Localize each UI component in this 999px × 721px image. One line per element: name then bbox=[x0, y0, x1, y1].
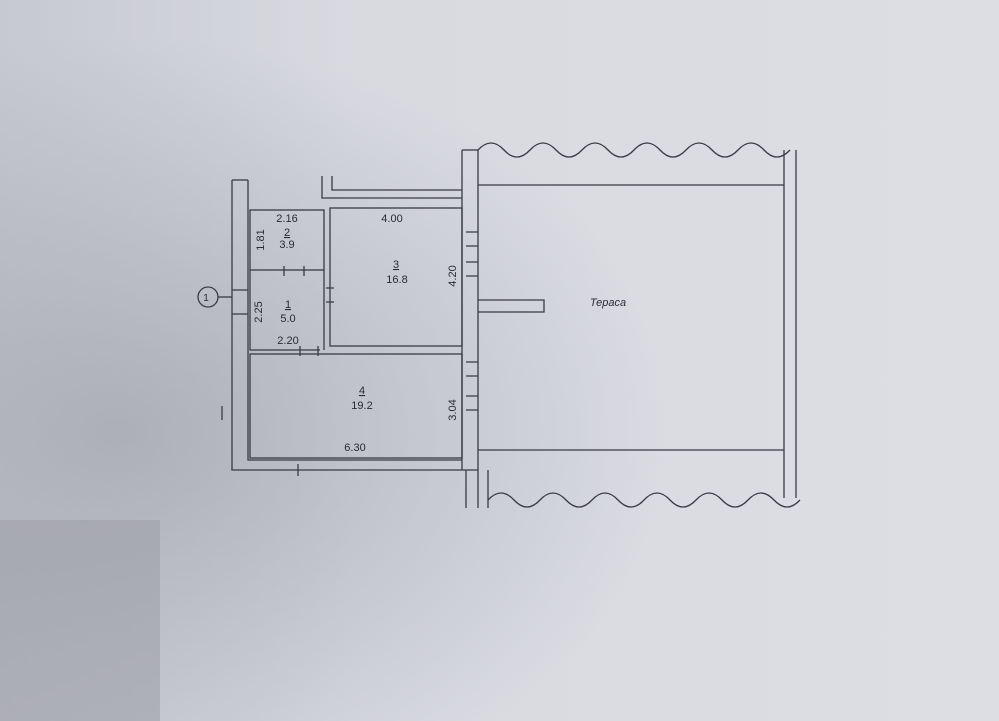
shadow-corner bbox=[0, 520, 160, 721]
room-3-width: 4.00 bbox=[381, 213, 402, 225]
room-2-width: 2.16 bbox=[276, 213, 297, 225]
room-4-height: 3.04 bbox=[447, 399, 459, 420]
terrace-label: Тераса bbox=[590, 297, 626, 309]
room-2-area: 3.9 bbox=[279, 239, 294, 251]
room-1-height: 2.25 bbox=[253, 301, 265, 322]
room-3-height: 4.20 bbox=[447, 265, 459, 286]
room-2-height: 1.81 bbox=[255, 229, 267, 250]
room-3-area: 16.8 bbox=[386, 274, 407, 286]
room-1-area: 5.0 bbox=[280, 313, 295, 325]
room-1-number: 1 bbox=[285, 299, 291, 311]
walls bbox=[197, 142, 801, 508]
room-4-width: 6.30 bbox=[344, 442, 365, 454]
room-3-number: 3 bbox=[393, 259, 399, 271]
room-4-area: 19.2 bbox=[351, 400, 372, 412]
room-1-width: 2.20 bbox=[277, 335, 298, 347]
entrance-marker-label: 1 bbox=[203, 293, 209, 304]
room-2-number: 2 bbox=[284, 227, 290, 239]
room-4-number: 4 bbox=[359, 385, 365, 397]
